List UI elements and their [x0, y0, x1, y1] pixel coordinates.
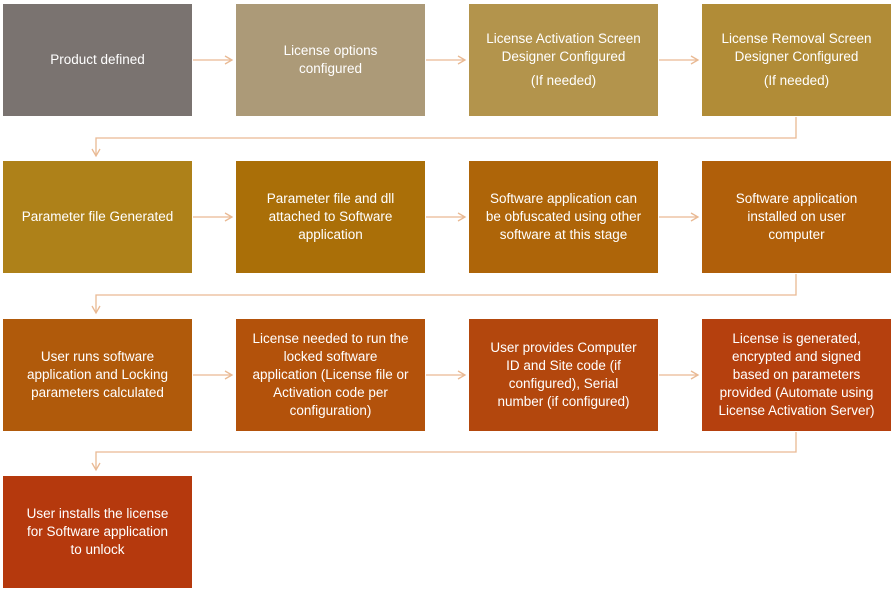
step-text-line: (If needed)	[763, 72, 830, 88]
step-text-line: Activation code per	[273, 384, 388, 400]
step-text-line: Designer Configured	[501, 49, 626, 65]
step-text-line: encrypted and signed	[731, 349, 862, 365]
step-text-line: License options	[283, 43, 378, 59]
step-text-line: License Activation Screen	[486, 31, 641, 47]
arrow-s4-s5	[91, 117, 797, 158]
step-text-line: number (if configured)	[497, 393, 630, 409]
step-text-line: locked software	[283, 349, 378, 365]
step-text-line: Product defined	[50, 52, 145, 68]
step-text-line: computer	[768, 226, 825, 242]
step-text-line: User provides Computer	[490, 340, 637, 356]
step-text-line: configuration)	[289, 402, 372, 418]
step-parameter-file-generated: Parameter file Generated	[3, 161, 192, 273]
step-text-line: User runs software	[40, 349, 155, 365]
step-text-line: License is generated,	[732, 331, 861, 347]
step-application-obfuscated: Software application can be obfuscated u…	[469, 161, 658, 273]
step-text-line: Parameter file Generated	[21, 209, 174, 225]
step-user-provides-ids: User provides Computer ID and Site code …	[469, 319, 658, 431]
step-removal-screen-designer: License Removal Screen Designer Configur…	[702, 4, 891, 116]
step-license-generated: License is generated, encrypted and sign…	[702, 319, 891, 431]
step-activation-screen-designer: License Activation Screen Designer Confi…	[469, 4, 658, 116]
step-text-line: Parameter file and dll	[266, 191, 395, 207]
step-text-line: Software application can	[489, 191, 638, 207]
step-license-needed: License needed to run the locked softwar…	[236, 319, 425, 431]
step-text-line: Designer Configured	[734, 49, 859, 65]
step-text-line: application (License file or	[252, 367, 409, 383]
step-text-line: application	[298, 226, 363, 242]
step-user-runs-application: User runs software application and Locki…	[3, 319, 192, 431]
step-text-line: Software application	[735, 191, 858, 207]
step-text-line: License needed to run the	[252, 331, 409, 347]
arrow-s8-s9	[91, 274, 797, 315]
step-text-line: based on parameters	[732, 367, 861, 383]
step-product-defined: Product defined	[3, 4, 192, 116]
step-text-line: attached to Software	[268, 209, 393, 225]
step-text-line: software at this stage	[499, 226, 628, 242]
step-text-line: for Software application	[26, 524, 169, 540]
step-license-options-configured: License options configured	[236, 4, 425, 116]
step-text-line: ID and Site code (if	[506, 358, 621, 374]
step-text-line: User installs the license	[26, 506, 169, 522]
step-text-line: provided (Automate using	[719, 384, 874, 400]
step-text-line: configured	[298, 61, 363, 76]
step-text-line: License Activation Server)	[718, 402, 875, 418]
step-text-line: to unlock	[70, 541, 125, 557]
step-text-line: parameters calculated	[31, 384, 164, 400]
step-text-line: License Removal Screen	[721, 31, 872, 47]
step-application-installed: Software application installed on user c…	[702, 161, 891, 273]
step-text-line: application and Locking	[26, 367, 169, 383]
step-user-installs-license: User installs the license for Software a…	[3, 476, 192, 588]
step-text-line: installed on user	[747, 209, 846, 225]
step-text-line: configured), Serial	[508, 376, 619, 391]
step-text-line: be obfuscated using other	[485, 209, 642, 225]
step-parameter-file-attached: Parameter file and dll attached to Softw…	[236, 161, 425, 273]
step-text-line: (If needed)	[530, 72, 597, 88]
arrow-s12-s13	[91, 432, 797, 472]
